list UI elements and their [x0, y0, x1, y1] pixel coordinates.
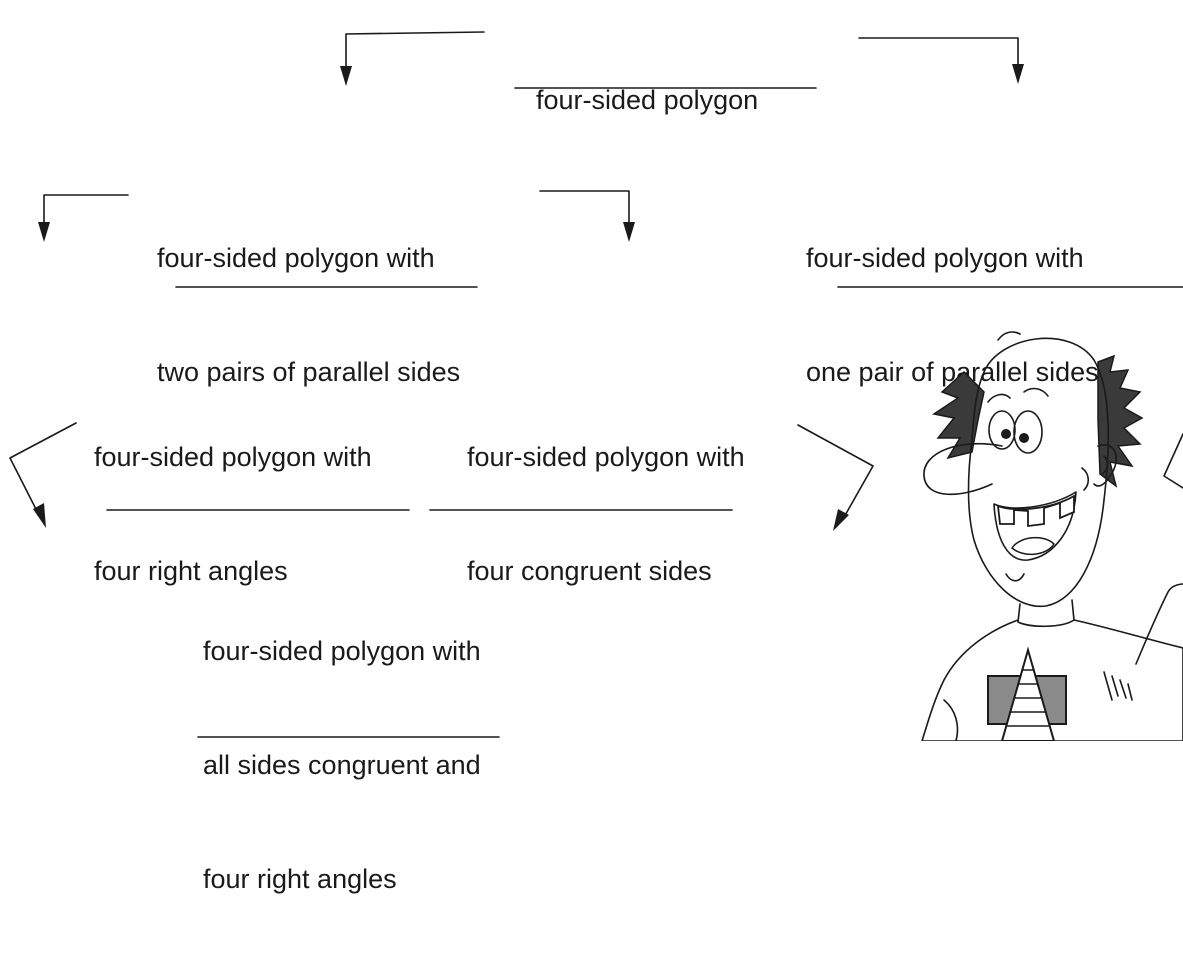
hair-right-icon: [1097, 354, 1144, 488]
node-parallelogram-line-2: two pairs of parallel sides: [157, 357, 461, 387]
node-trapezoid-line-1: four-sided polygon with: [806, 243, 1084, 273]
eyebrow-left-icon: [987, 393, 1011, 403]
triangle-emblem-icon: [1000, 646, 1056, 741]
node-rhombus-line-1: four-sided polygon with: [467, 442, 745, 472]
body-icon: [921, 619, 1183, 741]
triangle-stripes-icon: [1005, 669, 1051, 727]
eye-right-icon: [1013, 410, 1043, 454]
node-rectangle-line-1: four-sided polygon with: [94, 442, 372, 472]
arrowhead-parallelogram-left: [38, 222, 50, 242]
pupil-left-icon: [1001, 429, 1011, 439]
eyebrow-right-icon: [1023, 387, 1049, 397]
node-parallelogram: four-sided polygon with two pairs of par…: [157, 163, 460, 467]
chin-mark-icon: [1005, 573, 1025, 582]
teeth-icon: [996, 494, 1075, 528]
connector-parallelogram-right: [539, 190, 630, 233]
pointer-stick-icon: [1163, 433, 1183, 489]
arrowhead-rhombus: [833, 509, 849, 531]
connector-parallelogram-left: [43, 194, 129, 233]
arrowhead-root-left: [340, 66, 352, 86]
cheek-mark-icon: [1081, 467, 1090, 491]
node-parallelogram-line-1: four-sided polygon with: [157, 243, 435, 273]
pupil-right-icon: [1019, 433, 1029, 443]
node-rhombus: four-sided polygon with four congruent s…: [467, 362, 745, 666]
node-rectangle: four-sided polygon with four right angle…: [94, 362, 372, 666]
shirt-fold-icon: [1103, 671, 1133, 701]
nose-icon: [923, 442, 1003, 496]
connector-root-left: [345, 31, 485, 77]
connector-root-right: [858, 37, 1019, 75]
head-icon: [967, 337, 1110, 608]
mouth-icon: [993, 491, 1077, 561]
connector-rectangle: [9, 422, 77, 518]
diagram-connectors: [9, 31, 1183, 741]
node-square-line-3: four right angles: [203, 864, 397, 894]
node-rhombus-line-2: four congruent sides: [467, 556, 712, 586]
ear-inner-icon: [1101, 455, 1109, 475]
ear-icon: [1093, 444, 1118, 487]
cartoon-teacher-icon: [921, 331, 1183, 741]
connector-rhombus: [797, 424, 874, 520]
forehead-line-icon: [997, 331, 1021, 341]
arrowhead-parallelogram-right: [623, 222, 635, 242]
tongue-icon: [1011, 536, 1055, 556]
node-square-line-2: all sides congruent and: [203, 750, 481, 780]
arm-icon: [1135, 583, 1183, 665]
arrowhead-root-right: [1012, 64, 1024, 84]
quadrilateral-hierarchy-diagram: four-sided polygon four-sided polygon wi…: [9, 5, 1183, 894]
eye-left-icon: [988, 410, 1016, 450]
sleeve-left-icon: [943, 699, 959, 741]
node-square-line-1: four-sided polygon with: [203, 636, 481, 666]
node-root-line-1: four-sided polygon: [536, 85, 759, 115]
node-root: four-sided polygon: [536, 5, 758, 195]
arrowhead-rectangle: [33, 503, 46, 528]
node-rectangle-line-2: four right angles: [94, 556, 288, 586]
